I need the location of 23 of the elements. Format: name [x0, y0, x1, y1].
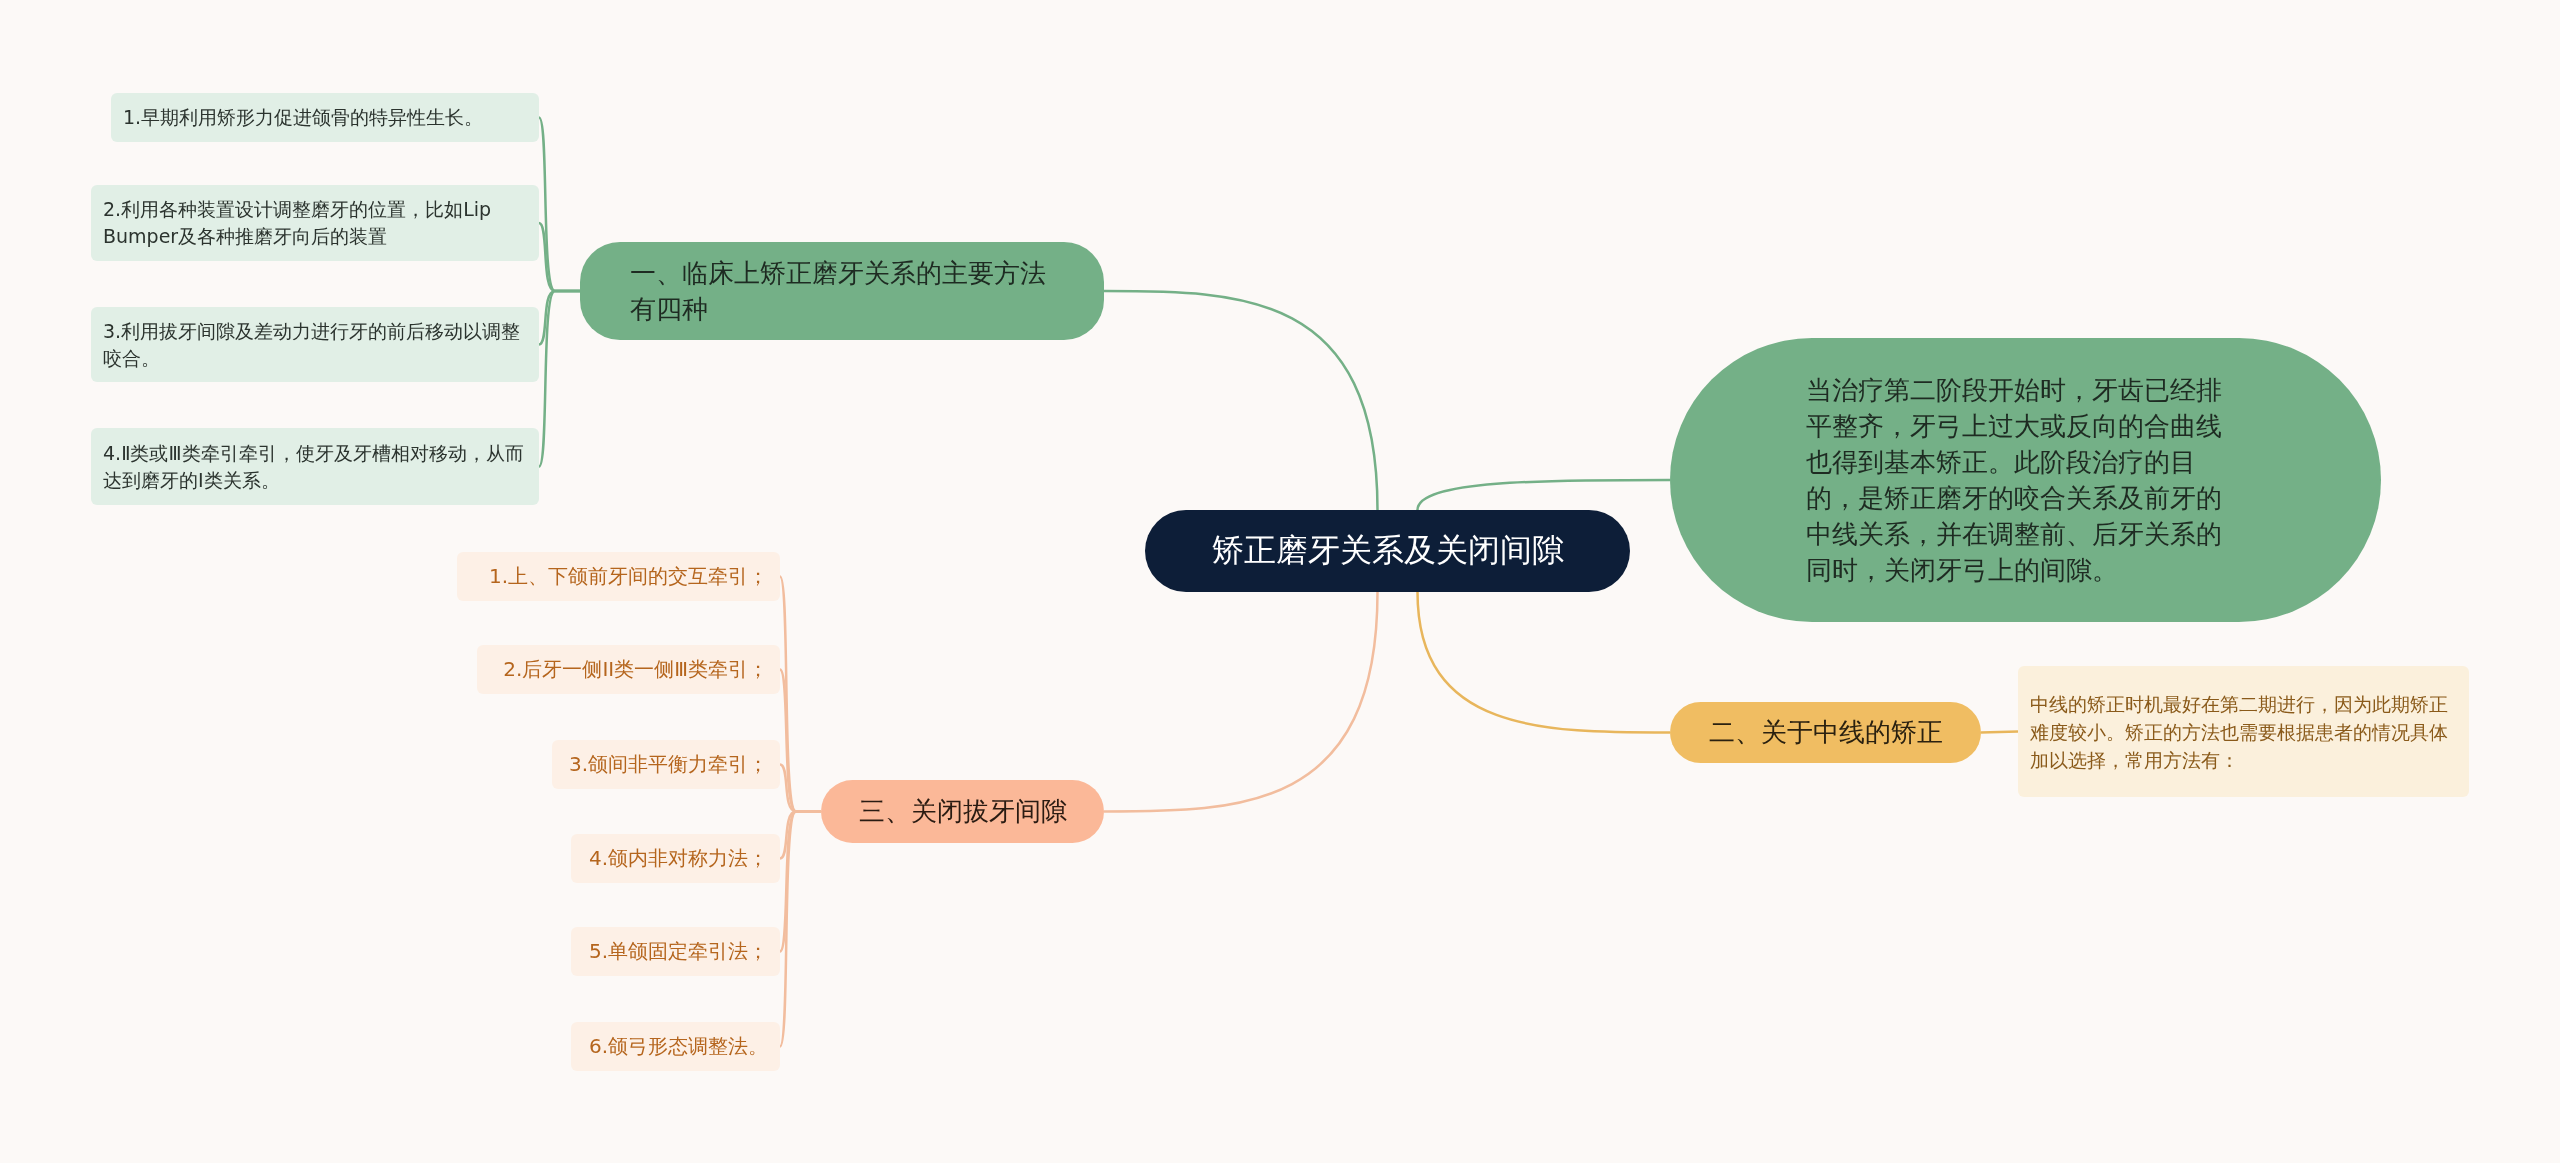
connector-line — [1980, 730, 2019, 734]
subtopic-card: 1.上、下颌前牙间的交互牵引； — [457, 552, 780, 601]
connector-line — [1416, 591, 1670, 734]
central-topic: 矫正磨牙关系及关闭间隙 — [1145, 510, 1630, 592]
subtopic-card: 4.颌内非对称力法； — [571, 834, 780, 883]
subtopic-card: 5.单颌固定牵引法； — [571, 927, 780, 976]
topic-pill: 一、临床上矫正磨牙关系的主要方法有四种 — [580, 242, 1104, 340]
topic-pill: 当治疗第二阶段开始时，牙齿已经排平整齐，牙弓上过大或反向的合曲线也得到基本矫正。此阶段治疗的目的，是矫正磨牙的咬合关系及前牙的中线关系，并在调整前、后牙关系的同时，关闭牙弓上的间隙。 — [1670, 338, 2381, 622]
topic-pill: 三、关闭拔牙间隙 — [821, 780, 1104, 843]
connector-line — [1104, 289, 1379, 511]
topic-pill: 二、关于中线的矫正 — [1670, 702, 1981, 763]
subtopic-card: 2.后牙一侧II类一侧Ⅲ类牵引； — [477, 645, 780, 694]
connector-line — [778, 810, 821, 1048]
subtopic-card: 中线的矫正时机最好在第二期进行，因为此期矫正难度较小。矫正的方法也需要根据患者的情况具体加以选择，常用方法有： — [2018, 666, 2469, 797]
connector-line — [1416, 478, 1670, 511]
subtopic-card: 6.颌弓形态调整法。 — [571, 1022, 780, 1071]
connector-line — [537, 289, 580, 468]
subtopic-card: 3.颌间非平衡力牵引； — [552, 740, 780, 789]
subtopic-card: 2.利用各种装置设计调整磨牙的位置，比如Lip Bumper及各种推磨牙向后的装置 — [91, 185, 539, 261]
connector-line — [1104, 591, 1379, 813]
subtopic-card: 3.利用拔牙间隙及差动力进行牙的前后移动以调整咬合。 — [91, 307, 539, 382]
subtopic-card: 4.Ⅱ类或Ⅲ类牵引牵引，使牙及牙槽相对移动，从而达到磨牙的Ⅰ类关系。 — [91, 428, 539, 505]
subtopic-card: 1.早期利用矫形力促进颌骨的特异性生长。 — [111, 93, 539, 142]
